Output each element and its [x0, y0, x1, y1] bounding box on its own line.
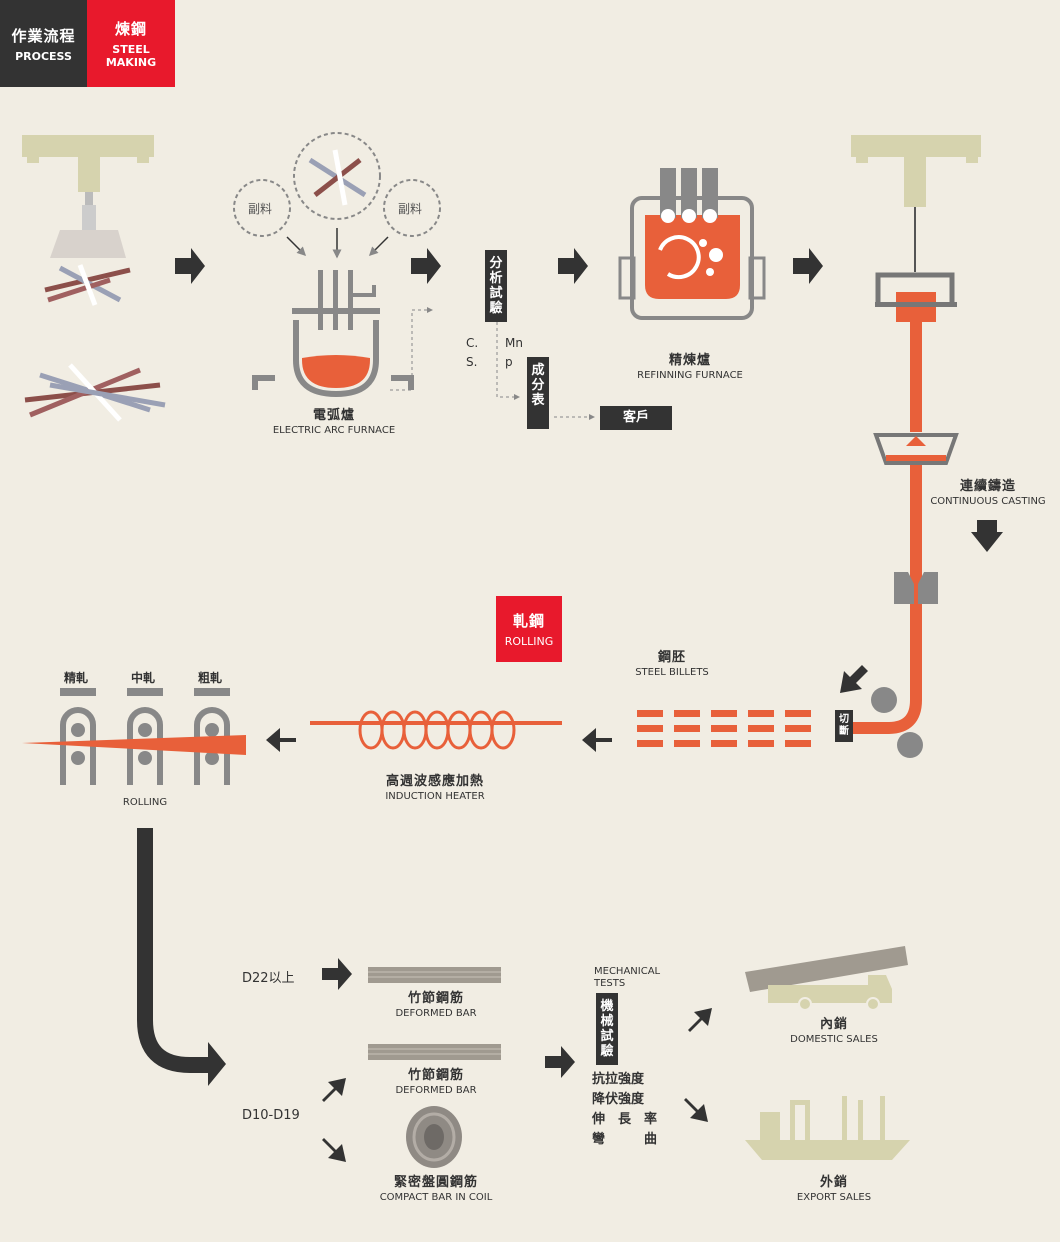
test-tensile: 抗拉強度: [592, 1072, 645, 1087]
tab-steel-making-zh: 煉鋼: [114, 20, 147, 38]
rolling-badge-en: ROLLING: [504, 635, 554, 648]
element-s: S.: [466, 355, 478, 369]
coil-label: 緊密盤圓鋼筋 COMPACT BAR IN COIL: [380, 1171, 493, 1203]
casting-label-en: CONTINUOUS CASTING: [930, 496, 1046, 507]
eaf-label-zh: 電弧爐: [312, 408, 355, 423]
ladle-crane-icon: [851, 135, 981, 322]
deformed-bar-2-en: DEFORMED BAR: [395, 1085, 477, 1096]
coil-label-en: COMPACT BAR IN COIL: [379, 1192, 493, 1203]
deformed-bar-2-zh: 竹節鋼筋: [407, 1068, 465, 1083]
steel-billets-icon: [637, 710, 811, 747]
tab-steel-making-en: STEEL MAKING: [105, 43, 157, 69]
test-bending: 彎 曲: [592, 1132, 658, 1147]
induction-heater-label: 高週波感應加熱 INDUCTION HEATER: [385, 770, 484, 802]
scrap-pile-icon: [24, 264, 166, 422]
casting-label-zh: 連續鑄造: [959, 479, 1016, 494]
export-sales-label: 外銷 EXPORT SALES: [797, 1171, 871, 1203]
deformed-bar-1-en: DEFORMED BAR: [395, 1008, 477, 1019]
refining-label-en: REFINNING FURNACE: [637, 370, 743, 381]
cut-box: 切斷: [835, 710, 853, 742]
mechanical-tests-title: MECHANICAL TESTS: [594, 966, 661, 989]
element-p: p: [505, 355, 513, 369]
rolling-label: ROLLING: [123, 795, 167, 808]
stand-roughing: 粗軋: [198, 671, 223, 685]
deformed-bar-2-label: 竹節鋼筋 DEFORMED BAR: [395, 1064, 476, 1096]
eaf-label-en: ELECTRIC ARC FURNACE: [272, 425, 396, 436]
rolling-label-en: ROLLING: [122, 797, 168, 808]
heater-label-zh: 高週波感應加熱: [385, 774, 485, 789]
deformed-bar-icons: [368, 967, 501, 1060]
export-en: EXPORT SALES: [796, 1192, 872, 1203]
rolling-stands-icon: [60, 707, 230, 785]
test-yield: 降伏強度: [592, 1092, 645, 1107]
ship-icon: [745, 1096, 910, 1160]
size-large-label: D22以上: [242, 971, 295, 986]
tab-process-zh: 作業流程: [11, 26, 76, 45]
additive-left-label: 副料: [248, 202, 273, 216]
element-c: C.: [466, 336, 479, 350]
tab-process-en: PROCESS: [15, 49, 72, 63]
coil-icon: [406, 1106, 462, 1168]
additive-circles: [233, 132, 441, 237]
deformed-bar-1-zh: 竹節鋼筋: [407, 991, 465, 1006]
rolling-badge: 軋鋼 ROLLING: [496, 596, 562, 662]
truck-icon: [745, 946, 908, 1011]
customer-box: 客戶: [600, 406, 672, 430]
test-list: 抗拉強度 降伏強度 伸 長 率 彎 曲: [592, 1070, 657, 1150]
refining-label: 精煉爐 REFINNING FURNACE: [637, 349, 743, 381]
domestic-zh: 內銷: [819, 1017, 849, 1032]
tab-steel-making[interactable]: 煉鋼 STEEL MAKING: [87, 0, 175, 87]
scrap-crane-icon: [22, 135, 154, 258]
scrap-in-circle-icon: [308, 149, 367, 206]
billets-label: 鋼胚 STEEL BILLETS: [635, 646, 709, 678]
induction-heater-icon: [310, 710, 562, 750]
rolling-badge-zh: 軋鋼: [512, 612, 545, 630]
size-small-label: D10-D19: [242, 1108, 300, 1123]
additive-right-label: 副料: [398, 202, 423, 216]
export-zh: 外銷: [819, 1175, 849, 1190]
refining-label-zh: 精煉爐: [668, 353, 712, 368]
coil-label-zh: 緊密盤圓鋼筋: [393, 1175, 478, 1190]
rolled-bar: [22, 735, 246, 755]
domestic-sales-label: 內銷 DOMESTIC SALES: [790, 1013, 878, 1045]
flow-arrows: [175, 248, 1003, 1162]
billets-label-en: STEEL BILLETS: [635, 667, 709, 678]
analysis-box: 分析試驗: [485, 250, 507, 322]
mechanical-tests-box: 機械試驗: [596, 993, 618, 1065]
eaf-label: 電弧爐 ELECTRIC ARC FURNACE: [273, 404, 395, 436]
composition-sheet-box: 成分表: [527, 357, 549, 429]
billets-label-zh: 鋼胚: [657, 650, 687, 665]
continuous-casting-strand: [850, 322, 959, 758]
domestic-en: DOMESTIC SALES: [790, 1034, 878, 1045]
element-mn: Mn: [505, 336, 523, 350]
casting-label: 連續鑄造 CONTINUOUS CASTING: [930, 475, 1045, 507]
heater-label-en: INDUCTION HEATER: [385, 791, 485, 802]
deformed-bar-1-label: 竹節鋼筋 DEFORMED BAR: [395, 987, 476, 1019]
test-elongation: 伸 長 率: [592, 1112, 658, 1127]
tab-process[interactable]: 作業流程 PROCESS: [0, 0, 87, 87]
stand-finishing: 精軋: [64, 671, 89, 685]
stand-intermediate: 中軋: [131, 671, 156, 685]
refining-furnace-icon: [618, 168, 766, 320]
electric-arc-furnace-icon: [252, 270, 414, 398]
